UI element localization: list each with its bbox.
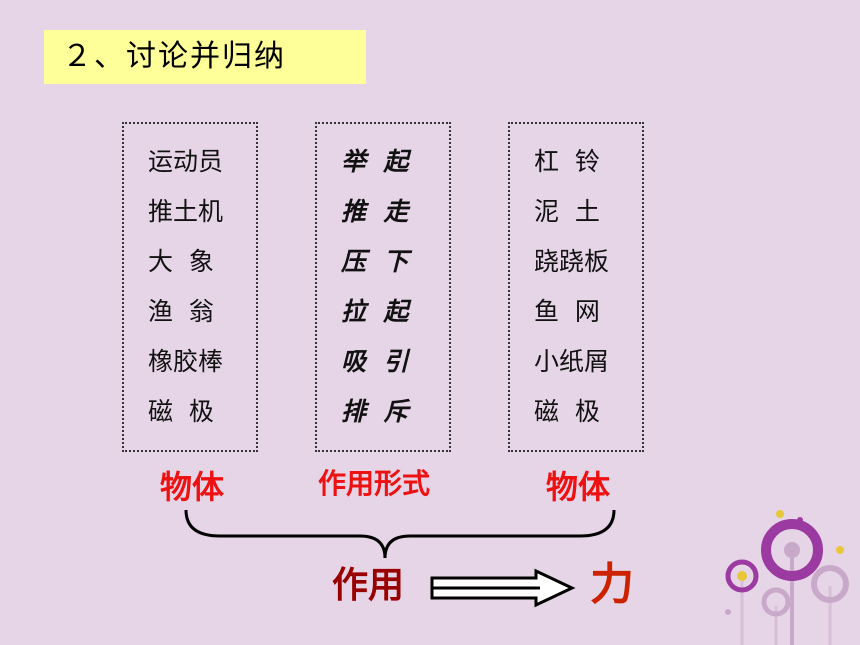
list-item: 推 走 <box>341 197 409 226</box>
double-arrow-icon <box>430 568 576 608</box>
list-item: 磁 极 <box>148 397 214 426</box>
list-item: 鱼 网 <box>534 297 600 326</box>
list-item: 磁 极 <box>534 397 600 426</box>
list-item: 拉 起 <box>341 297 409 326</box>
curly-brace-icon <box>184 509 616 559</box>
label-action-form: 作用形式 <box>318 467 431 500</box>
objects-right-box: 杠 铃 泥 土 跷跷板 鱼 网 小纸屑 磁 极 <box>508 122 644 452</box>
label-object-left: 物体 <box>160 468 225 506</box>
actions-box: 举 起 推 走 压 下 拉 起 吸 引 排 斥 <box>315 122 451 452</box>
list-item: 推土机 <box>148 197 224 226</box>
objects-left-box: 运动员 推土机 大 象 渔 翁 橡胶棒 磁 极 <box>122 122 258 452</box>
list-item: 渔 翁 <box>148 297 214 326</box>
list-item: 小纸屑 <box>534 347 610 376</box>
list-item: 压 下 <box>341 247 409 276</box>
list-item: 橡胶棒 <box>148 347 224 376</box>
list-item: 泥 土 <box>534 197 600 226</box>
label-object-right: 物体 <box>546 468 611 506</box>
list-item: 杠 铃 <box>534 147 600 176</box>
conclusion-force: 力 <box>590 559 634 610</box>
list-item: 举 起 <box>341 147 409 176</box>
list-item: 运动员 <box>148 147 224 176</box>
list-item: 排 斥 <box>341 397 409 426</box>
list-item: 跷跷板 <box>534 247 610 276</box>
slide-title: ２、讨论并归纳 <box>44 30 366 84</box>
list-item: 大 象 <box>148 247 214 276</box>
list-item: 吸 引 <box>341 347 409 376</box>
conclusion-action: 作用 <box>332 565 405 606</box>
decorative-circles-icon <box>725 510 849 645</box>
